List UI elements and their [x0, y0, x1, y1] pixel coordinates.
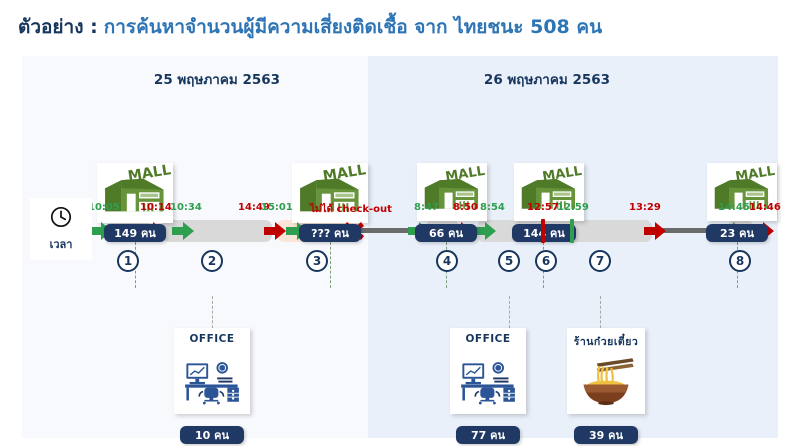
place-office-2-card[interactable]: OFFICE	[450, 328, 526, 414]
noodle-bowl-icon-svg	[583, 358, 634, 406]
stop-number-3[interactable]: 3	[306, 250, 328, 272]
check-in-arrow-icon[interactable]	[172, 221, 194, 241]
office-icon-svg	[461, 361, 515, 404]
check-out-time-label: 14:46	[749, 202, 781, 213]
place-office-1-count-badge[interactable]: 10 คน	[180, 426, 244, 444]
place-office-2-title: OFFICE	[465, 333, 511, 345]
mall-icon: MALL	[296, 163, 367, 223]
place-mall-4-card[interactable]: MALL	[514, 163, 584, 221]
check-in-time-label: 8:54	[480, 202, 505, 213]
svg-text:MALL: MALL	[734, 164, 775, 185]
title-prefix: ตัวอย่าง :	[18, 16, 98, 38]
mall-icon: MALL	[421, 163, 486, 221]
connector-line	[509, 296, 510, 338]
office-icon-svg	[185, 361, 239, 404]
check-in-tick-marker[interactable]	[570, 219, 574, 243]
svg-text:MALL: MALL	[541, 164, 582, 185]
noodle-bowl-icon	[573, 350, 639, 414]
check-out-arrow-icon[interactable]	[264, 221, 286, 241]
mall-icon-svg: MALL	[424, 164, 486, 209]
check-in-time-label: 15:01	[261, 202, 293, 213]
place-office-1-title: OFFICE	[189, 333, 235, 345]
office-icon	[180, 345, 244, 414]
svg-text:MALL: MALL	[127, 163, 172, 185]
day2-date-label: 26 พฤษภาคม 2563	[483, 72, 611, 88]
mall-icon: MALL	[518, 163, 583, 221]
svg-text:MALL: MALL	[444, 164, 485, 185]
place-mall-2-count-badge[interactable]: ??? คน	[299, 224, 361, 242]
time-axis-legend: เวลา	[30, 198, 92, 260]
stop-number-4[interactable]: 4	[436, 250, 458, 272]
check-out-time-label: 12:57	[527, 202, 559, 213]
place-mall-5-card[interactable]: MALL	[707, 163, 777, 221]
check-in-time-label: 12:59	[557, 202, 589, 213]
check-out-arrow-icon[interactable]	[644, 221, 666, 241]
mall-icon-svg: MALL	[300, 163, 367, 212]
check-out-time-label: 13:29	[629, 202, 661, 213]
check-out-time-label: ไม่ได้ check-out	[310, 204, 392, 215]
check-in-time-label: 10:34	[170, 202, 202, 213]
place-office-1-card[interactable]: OFFICE	[174, 328, 250, 414]
check-in-arrow-icon[interactable]	[474, 221, 496, 241]
mall-icon-svg: MALL	[521, 164, 583, 209]
place-mall-2-card[interactable]: MALL	[292, 163, 368, 223]
time-axis-label: เวลา	[49, 238, 73, 251]
place-noodle-card[interactable]: ร้านก๋วยเตี๋ยว	[567, 328, 645, 414]
place-mall-3-count-badge[interactable]: 66 คน	[415, 224, 477, 242]
stay-segment[interactable]	[162, 220, 272, 242]
place-noodle-count-badge[interactable]: 39 คน	[574, 426, 638, 444]
stop-number-8[interactable]: 8	[729, 250, 751, 272]
title-main: การค้นหาจำนวนผู้มีความเสี่ยงติดเชื้อ จาก…	[103, 16, 603, 38]
mall-icon-svg: MALL	[105, 163, 172, 212]
check-in-time-label: 8:47	[414, 202, 439, 213]
mall-icon: MALL	[711, 163, 776, 221]
check-in-time-label: 14:45	[718, 202, 750, 213]
connector-line	[600, 296, 601, 338]
mall-icon: MALL	[101, 163, 172, 223]
svg-text:MALL: MALL	[322, 163, 367, 185]
check-out-tick-marker[interactable]	[541, 219, 545, 243]
timeline-board: 25 พฤษภาคม 2563 26 พฤษภาคม 2563 10:05 10:…	[22, 56, 781, 444]
clock-icon	[49, 205, 73, 233]
place-noodle-title: ร้านก๋วยเตี๋ยว	[573, 336, 639, 348]
place-mall-5-count-badge[interactable]: 23 คน	[706, 224, 768, 242]
stop-number-1[interactable]: 1	[117, 250, 139, 272]
check-in-time-label: 10:05	[88, 202, 120, 213]
place-mall-1-card[interactable]: MALL	[97, 163, 173, 223]
page-title: ตัวอย่าง : การค้นหาจำนวนผู้มีความเสี่ยงต…	[18, 8, 788, 46]
connector-line	[212, 296, 213, 338]
check-out-time-label: 10:14	[140, 202, 172, 213]
stop-number-5[interactable]: 5	[498, 250, 520, 272]
day1-date-label: 25 พฤษภาคม 2563	[153, 72, 281, 88]
stop-number-6[interactable]: 6	[535, 250, 557, 272]
mall-icon-svg: MALL	[714, 164, 776, 209]
place-mall-3-card[interactable]: MALL	[417, 163, 487, 221]
check-out-time-label: 8:50	[453, 202, 478, 213]
office-icon	[456, 345, 520, 414]
place-mall-1-count-badge[interactable]: 149 คน	[104, 224, 166, 242]
stop-number-2[interactable]: 2	[201, 250, 223, 272]
stop-number-7[interactable]: 7	[589, 250, 611, 272]
connector-line	[330, 242, 331, 288]
place-office-2-count-badge[interactable]: 77 คน	[456, 426, 520, 444]
check-out-time-label: 14:49	[238, 202, 270, 213]
